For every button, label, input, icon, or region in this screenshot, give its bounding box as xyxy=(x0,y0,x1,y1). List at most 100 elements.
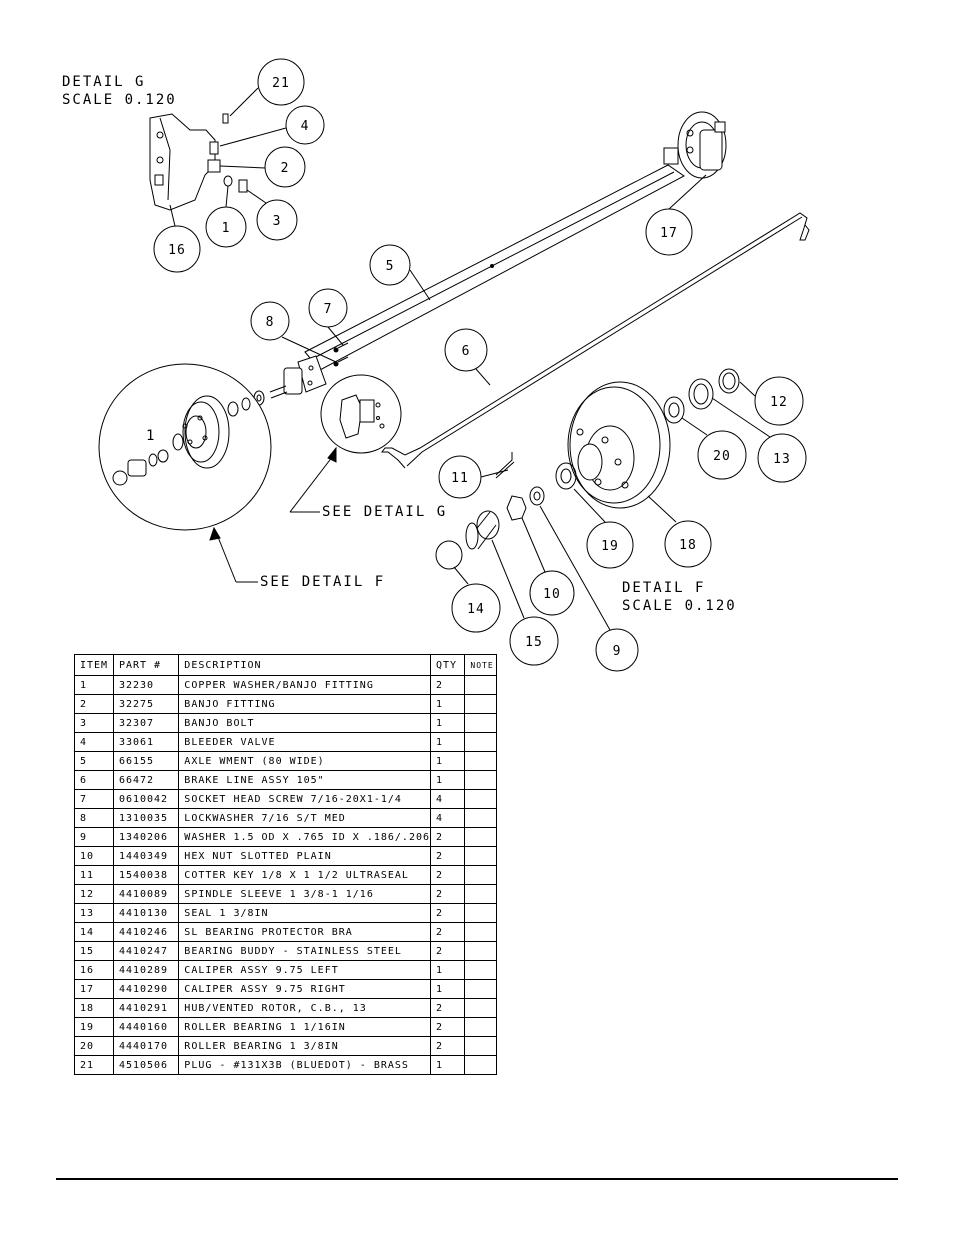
cell-part: 4410247 xyxy=(112,941,180,961)
see-detail-f-label: SEE DETAIL F xyxy=(260,574,385,590)
cell-item: 5 xyxy=(74,751,114,771)
cell-note xyxy=(464,770,497,790)
cell-item: 19 xyxy=(74,1017,114,1037)
cell-item: 10 xyxy=(74,846,114,866)
cell-part: 4440170 xyxy=(112,1036,180,1056)
cell-part: 66472 xyxy=(112,770,180,790)
cell-part: 33061 xyxy=(112,732,180,752)
left-spindle xyxy=(269,355,327,399)
cell-part: 4410289 xyxy=(112,960,180,980)
balloon-11: 11 xyxy=(451,471,469,486)
cell-desc: HUB/VENTED ROTOR, C.B., 13 xyxy=(178,998,432,1018)
balloon-15: 15 xyxy=(525,635,543,650)
balloon-6: 6 xyxy=(462,344,471,359)
cell-qty: 2 xyxy=(430,884,466,904)
cell-qty: 2 xyxy=(430,998,466,1018)
cell-part: 32230 xyxy=(112,675,180,695)
bottom-rule xyxy=(56,1178,898,1180)
detail-f-scale: SCALE 0.120 xyxy=(622,598,737,614)
cell-desc: ROLLER BEARING 1 1/16IN xyxy=(178,1017,432,1037)
cell-qty: 2 xyxy=(430,922,466,942)
cell-desc: LOCKWASHER 7/16 S/T MED xyxy=(178,808,432,828)
balloon-18: 18 xyxy=(679,538,697,553)
balloon-12: 12 xyxy=(770,395,788,410)
hub-rotor xyxy=(567,381,671,509)
cell-item: 4 xyxy=(74,732,114,752)
socket-screws xyxy=(333,342,349,367)
cell-note xyxy=(464,979,497,999)
cell-qty: 1 xyxy=(430,713,466,733)
cell-desc: PLUG - #131X3B (BLUEDOT) - BRASS xyxy=(178,1055,432,1075)
cell-part: 66155 xyxy=(112,751,180,771)
detail-g-inset xyxy=(320,374,402,454)
cell-part: 4510506 xyxy=(112,1055,180,1075)
see-detail-g-arrow xyxy=(289,446,337,513)
cell-item: 7 xyxy=(74,789,114,809)
cell-note xyxy=(464,960,497,980)
cell-part: 32275 xyxy=(112,694,180,714)
cell-desc: CALIPER ASSY 9.75 LEFT xyxy=(178,960,432,980)
cell-part: 4440160 xyxy=(112,1017,180,1037)
brake-line xyxy=(381,212,810,469)
cell-part: 4410089 xyxy=(112,884,180,904)
cell-item: 6 xyxy=(74,770,114,790)
cell-qty: 2 xyxy=(430,675,466,695)
cell-item: 20 xyxy=(74,1036,114,1056)
balloon-5: 5 xyxy=(386,259,395,274)
cell-part: 4410130 xyxy=(112,903,180,923)
cell-desc: AXLE WMENT (80 WIDE) xyxy=(178,751,432,771)
cell-desc: HEX NUT SLOTTED PLAIN xyxy=(178,846,432,866)
cell-qty: 1 xyxy=(430,770,466,790)
balloon-16: 16 xyxy=(168,243,186,258)
cell-note xyxy=(464,694,497,714)
col-item: ITEM xyxy=(74,654,114,676)
balloon-10: 10 xyxy=(543,587,561,602)
detail-g-caliper xyxy=(149,113,248,211)
slotted-nut xyxy=(506,495,527,521)
cell-qty: 4 xyxy=(430,789,466,809)
table-header-row: ITEM PART # DESCRIPTION QTY NOTE xyxy=(74,654,497,676)
cell-item: 3 xyxy=(74,713,114,733)
cell-item: 16 xyxy=(74,960,114,980)
cell-note xyxy=(464,789,497,809)
cell-qty: 2 xyxy=(430,903,466,923)
cell-part: 32307 xyxy=(112,713,180,733)
leader-lines xyxy=(169,87,771,631)
balloon-17: 17 xyxy=(660,226,678,241)
cell-item: 9 xyxy=(74,827,114,847)
cell-note xyxy=(464,732,497,752)
see-detail-f-arrow xyxy=(209,526,258,583)
balloon-13: 13 xyxy=(773,452,791,467)
cell-note xyxy=(464,808,497,828)
cell-item: 11 xyxy=(74,865,114,885)
cell-part: 0610042 xyxy=(112,789,180,809)
cell-item: 18 xyxy=(74,998,114,1018)
cell-note xyxy=(464,713,497,733)
cell-qty: 2 xyxy=(430,1036,466,1056)
cell-qty: 2 xyxy=(430,1017,466,1037)
hub-bearings xyxy=(663,368,740,424)
balloon-7: 7 xyxy=(324,302,333,317)
cell-desc: BEARING BUDDY - STAINLESS STEEL xyxy=(178,941,432,961)
right-caliper-assembly xyxy=(663,111,727,179)
cell-note xyxy=(464,998,497,1018)
cotter-key xyxy=(495,452,515,479)
balloon-21: 21 xyxy=(272,76,290,91)
cell-qty: 1 xyxy=(430,751,466,771)
bearing-buddy xyxy=(465,510,500,550)
cell-item: 14 xyxy=(74,922,114,942)
cell-note xyxy=(464,1017,497,1037)
balloon-1: 1 xyxy=(222,221,231,236)
